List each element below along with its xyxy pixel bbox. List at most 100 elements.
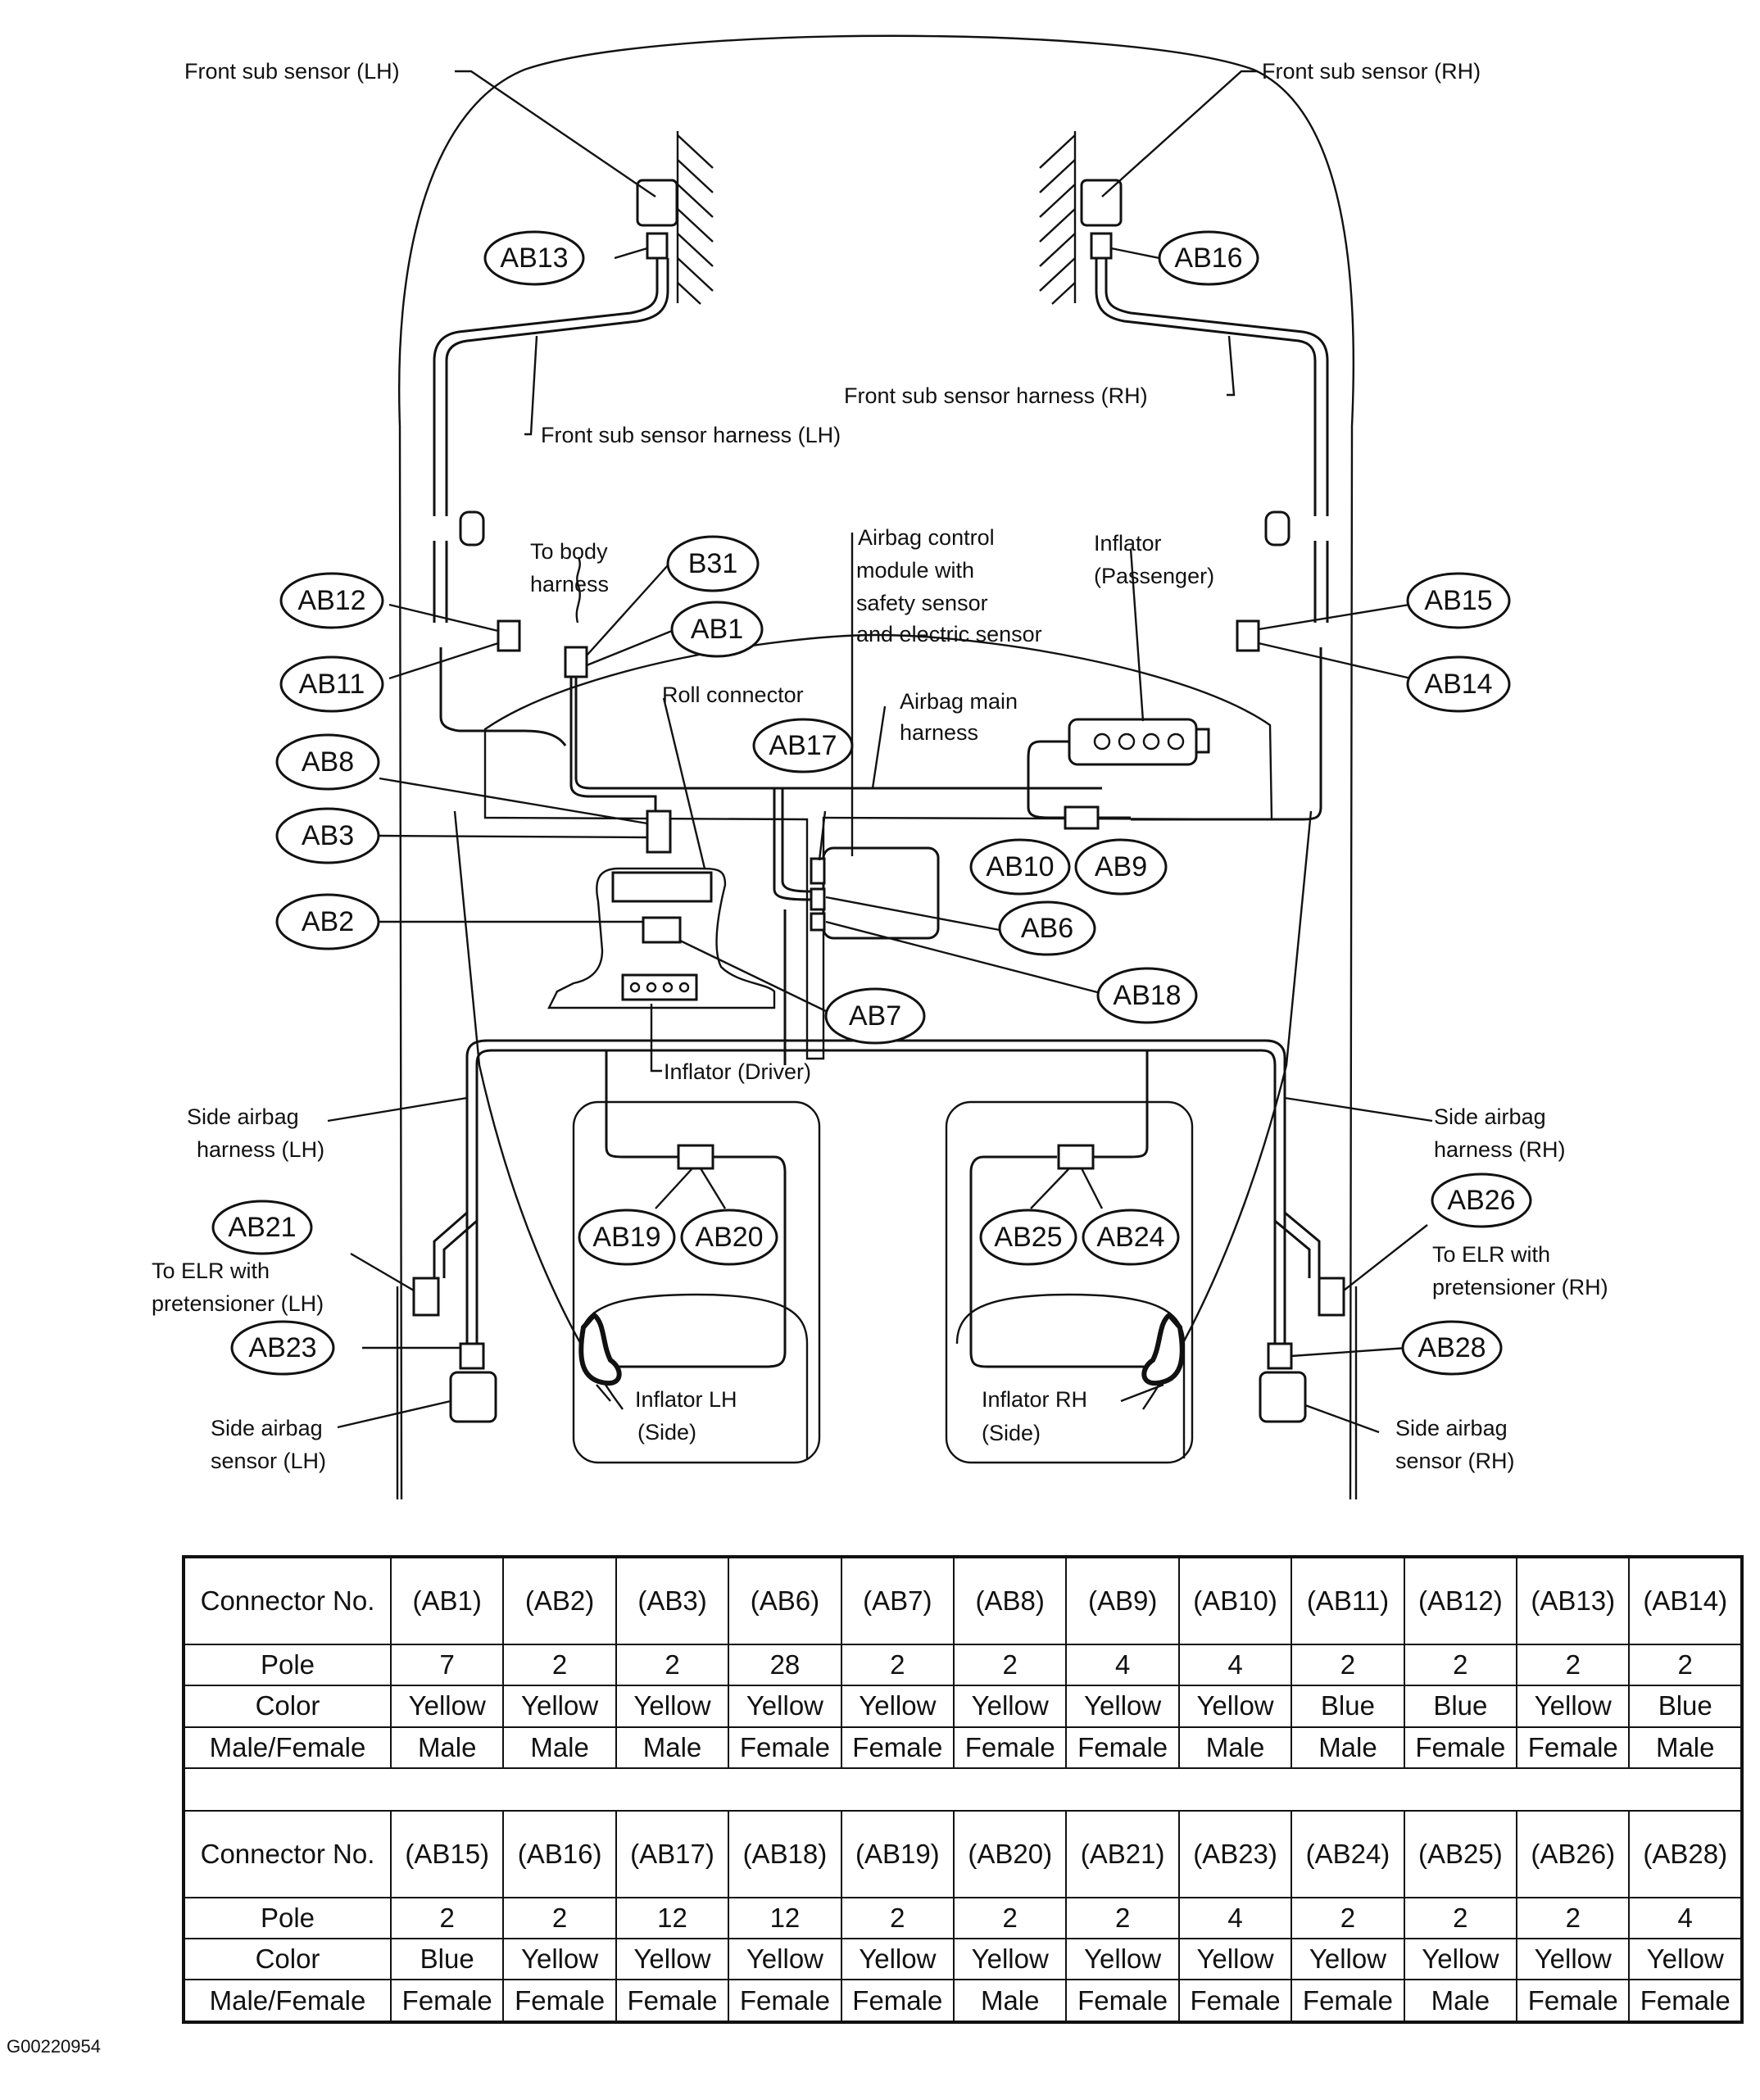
elr-lh-body <box>412 1277 440 1317</box>
cell: Yellow <box>728 1685 842 1728</box>
cell: 2 <box>502 1643 617 1687</box>
cell: (AB17) <box>615 1809 730 1898</box>
side-airbag-sensor-rh <box>1259 1371 1307 1423</box>
elr-lh-wire <box>433 1211 478 1278</box>
cell: Yellow <box>1065 1685 1180 1728</box>
cell: Male <box>1403 1979 1518 2023</box>
cell: (AB18) <box>728 1809 842 1898</box>
table-row-male-female-1: Male/Female Male Male Male Female Female… <box>183 1726 1743 1769</box>
label-to-elr-rh-1: To ELR with <box>1432 1242 1550 1267</box>
cell: 12 <box>728 1896 842 1940</box>
tag-ab1-text: AB1 <box>691 614 743 645</box>
label-to-elr-lh-1: To ELR with <box>152 1259 270 1283</box>
row-header: Male/Female <box>183 1726 392 1769</box>
tag-ab14-text: AB14 <box>1424 669 1492 700</box>
table-spacer-row <box>184 1767 1742 1812</box>
cell: (AB9) <box>1065 1556 1180 1645</box>
row-header: Connector No. <box>183 1556 392 1645</box>
inflator-driver-pins <box>629 982 690 993</box>
table-row-male-female-2: Male/Female Female Female Female Female … <box>183 1979 1743 2023</box>
acm-harness <box>773 788 812 1065</box>
tag-ab13-text: AB13 <box>500 243 568 274</box>
cell: Female <box>1291 1979 1405 2023</box>
connector-ab23-body <box>459 1342 485 1370</box>
label-airbag-main-harness-1: Airbag main <box>900 689 1018 714</box>
side-airbag-sensor-lh <box>449 1371 497 1423</box>
figure-id: G00220954 <box>7 2036 101 2057</box>
connector-ab28-body <box>1267 1342 1293 1370</box>
cell: Female <box>389 1979 505 2023</box>
cell: Yellow <box>1177 1938 1293 1981</box>
cell: Blue <box>1628 1685 1743 1728</box>
cell: (AB2) <box>502 1556 617 1645</box>
front-sub-harness-rh <box>1095 258 1329 516</box>
label-front-sub-harness-lh: Front sub sensor harness (LH) <box>541 423 841 447</box>
cell: Female <box>1065 1979 1180 2023</box>
tag-ab18-text: AB18 <box>1113 980 1181 1011</box>
table-row-pole-1: Pole 7 2 2 28 2 2 4 4 2 2 2 2 <box>183 1643 1743 1687</box>
cell: Yellow <box>615 1685 730 1728</box>
cell: Yellow <box>953 1938 1068 1981</box>
tag-ab20-text: AB20 <box>695 1222 763 1253</box>
label-front-sub-harness-rh: Front sub sensor harness (RH) <box>844 383 1148 408</box>
cell: (AB12) <box>1403 1556 1518 1645</box>
tag-ab23: AB23 <box>230 1320 335 1376</box>
cell: Male <box>1628 1726 1743 1769</box>
diagram-labels: Front sub sensor (LH) Front sub sensor (… <box>152 59 1608 1473</box>
tag-ab23-text: AB23 <box>248 1332 316 1363</box>
cell: Male <box>1177 1726 1293 1769</box>
label-side-harness-rh-2: harness (RH) <box>1434 1137 1566 1162</box>
tag-ab17: AB17 <box>752 718 854 773</box>
elr-rh-body <box>1318 1277 1345 1317</box>
tag-ab3: AB3 <box>275 807 380 864</box>
cell: 2 <box>1628 1643 1743 1687</box>
connector-ab6-body <box>810 887 826 911</box>
cell: Yellow <box>1403 1938 1518 1981</box>
vehicle-outline <box>398 34 1355 1500</box>
cell: 2 <box>1065 1896 1180 1940</box>
tag-ab1: AB1 <box>670 601 764 658</box>
tag-ab24-text: AB24 <box>1096 1222 1164 1253</box>
to-body-harness-wire <box>575 556 581 624</box>
cell: Yellow <box>840 1685 955 1728</box>
tag-ab8-text: AB8 <box>302 746 354 778</box>
label-inflator-passenger-2: (Passenger) <box>1094 564 1214 588</box>
cell: 2 <box>953 1643 1068 1687</box>
label-side-sensor-rh-2: sensor (RH) <box>1395 1449 1515 1473</box>
cell: 28 <box>728 1643 842 1687</box>
cell: 4 <box>1177 1896 1293 1940</box>
steering-column <box>547 867 776 1009</box>
connector-ab11-ab12-body <box>497 619 521 652</box>
cell: 4 <box>1628 1896 1743 1940</box>
tag-ab6: AB6 <box>998 900 1096 956</box>
label-acm-2: module with <box>856 558 974 583</box>
cell: 2 <box>840 1896 955 1940</box>
cell: Female <box>953 1726 1068 1769</box>
tag-ab10: AB10 <box>969 838 1071 896</box>
connector-ab16-body <box>1090 232 1113 260</box>
cell: Yellow <box>840 1938 955 1981</box>
cell: Female <box>840 1979 955 2023</box>
dashboard-outline <box>483 633 1273 1060</box>
cell: (AB7) <box>840 1556 955 1645</box>
label-inflator-rh-2: (Side) <box>982 1421 1041 1445</box>
tag-ab26: AB26 <box>1431 1172 1532 1228</box>
cell: 12 <box>615 1896 730 1940</box>
label-inflator-rh-1: Inflator RH <box>982 1387 1087 1412</box>
cell: (AB20) <box>953 1809 1068 1898</box>
right-front-hatch <box>1039 131 1077 305</box>
cell: Male <box>1291 1726 1405 1769</box>
cell: Male <box>389 1726 505 1769</box>
tag-ab21-text: AB21 <box>228 1212 296 1243</box>
inflator-passenger-tab <box>1195 728 1210 754</box>
cell: 2 <box>1403 1643 1518 1687</box>
connector-ab19-ab20-body <box>677 1144 714 1170</box>
tag-ab3-text: AB3 <box>302 820 354 851</box>
cell: Female <box>1177 1979 1293 2023</box>
cell: Yellow <box>1516 1685 1631 1728</box>
seat-right-wire <box>969 1050 1155 1368</box>
inflator-lh-side-shape <box>578 1311 622 1386</box>
airbag-harness-diagram: AB13 AB16 AB12 AB11 B31 AB1 AB15 AB14 AB… <box>152 34 1608 1500</box>
tag-ab2-text: AB2 <box>302 906 354 937</box>
cell: (AB21) <box>1065 1809 1180 1898</box>
